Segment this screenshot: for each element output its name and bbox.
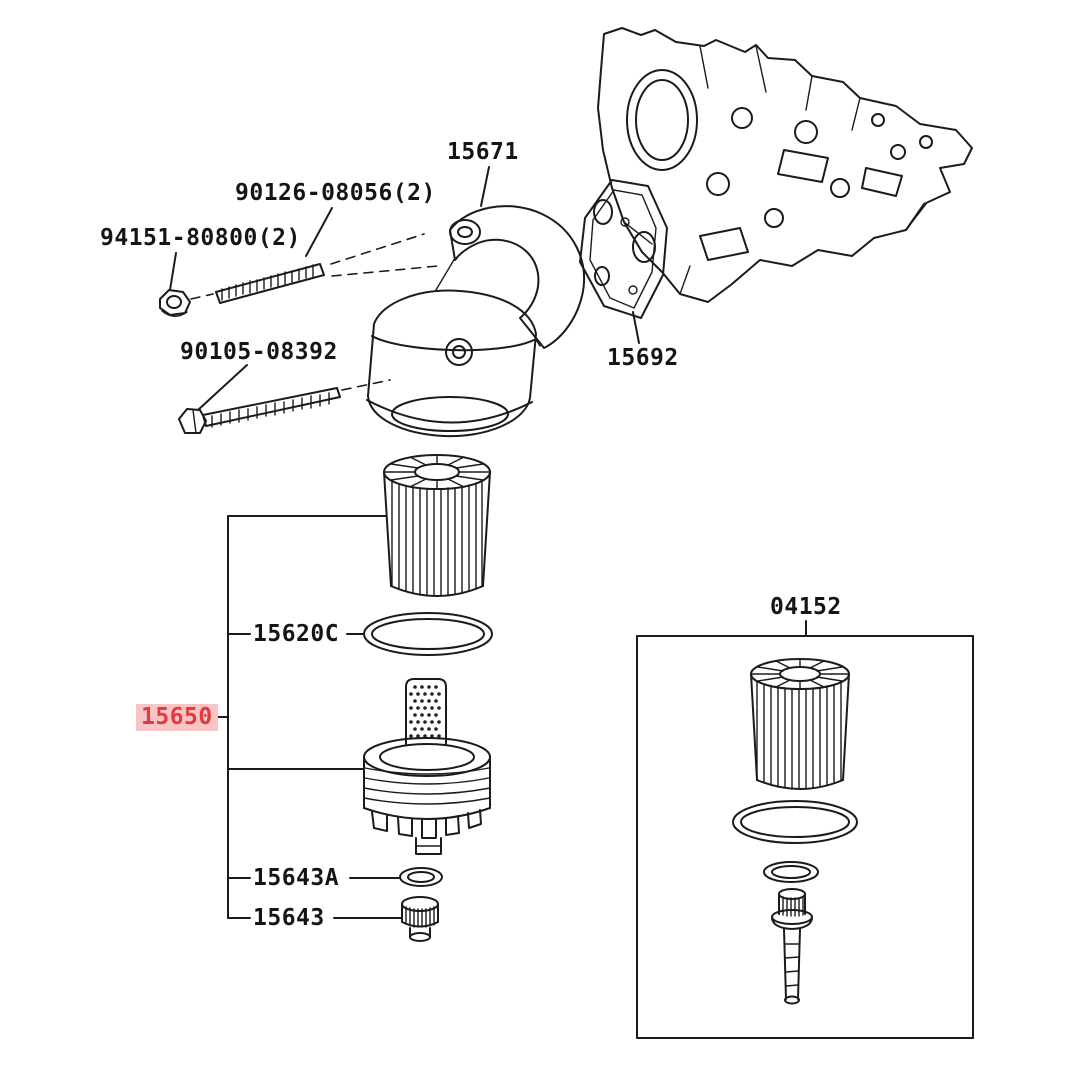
part-label-15643A: 15643A [253,865,340,891]
kit-small-ring-drawing [763,861,819,883]
part-label-04152: 04152 [770,594,842,620]
kit-o-ring-drawing [732,800,858,844]
flange-nut-drawing [159,289,191,317]
stud-bolt-drawing [215,263,325,304]
kit-filter-element-drawing [750,658,850,790]
part-label-15692: 15692 [607,345,679,371]
leader-lines [169,166,807,919]
filter-bracket-drawing [366,205,586,438]
kit-drain-union-drawing [771,888,813,1005]
part-label-90126-08056: 90126-08056(2) [235,180,436,206]
bolt-drawing [178,387,341,434]
gasket-drawing [579,179,668,319]
washer-drawing [399,867,443,887]
oil-filter-element-drawing [383,454,491,597]
part-label-15671: 15671 [447,139,519,165]
part-label-15620C: 15620C [253,621,340,647]
part-label-94151-80800: 94151-80800(2) [100,225,301,251]
o-ring-drawing [363,612,493,656]
hidden-edge-lines [190,233,439,391]
part-label-90105-08392: 90105-08392 [180,339,338,365]
perforation-dots [409,685,441,738]
part-label-15643: 15643 [253,905,325,931]
drain-plug-drawing [401,896,439,942]
part-label-15650: 15650 [136,704,218,732]
filter-cap-drawing [363,678,491,855]
engine-block-drawing [597,27,973,303]
